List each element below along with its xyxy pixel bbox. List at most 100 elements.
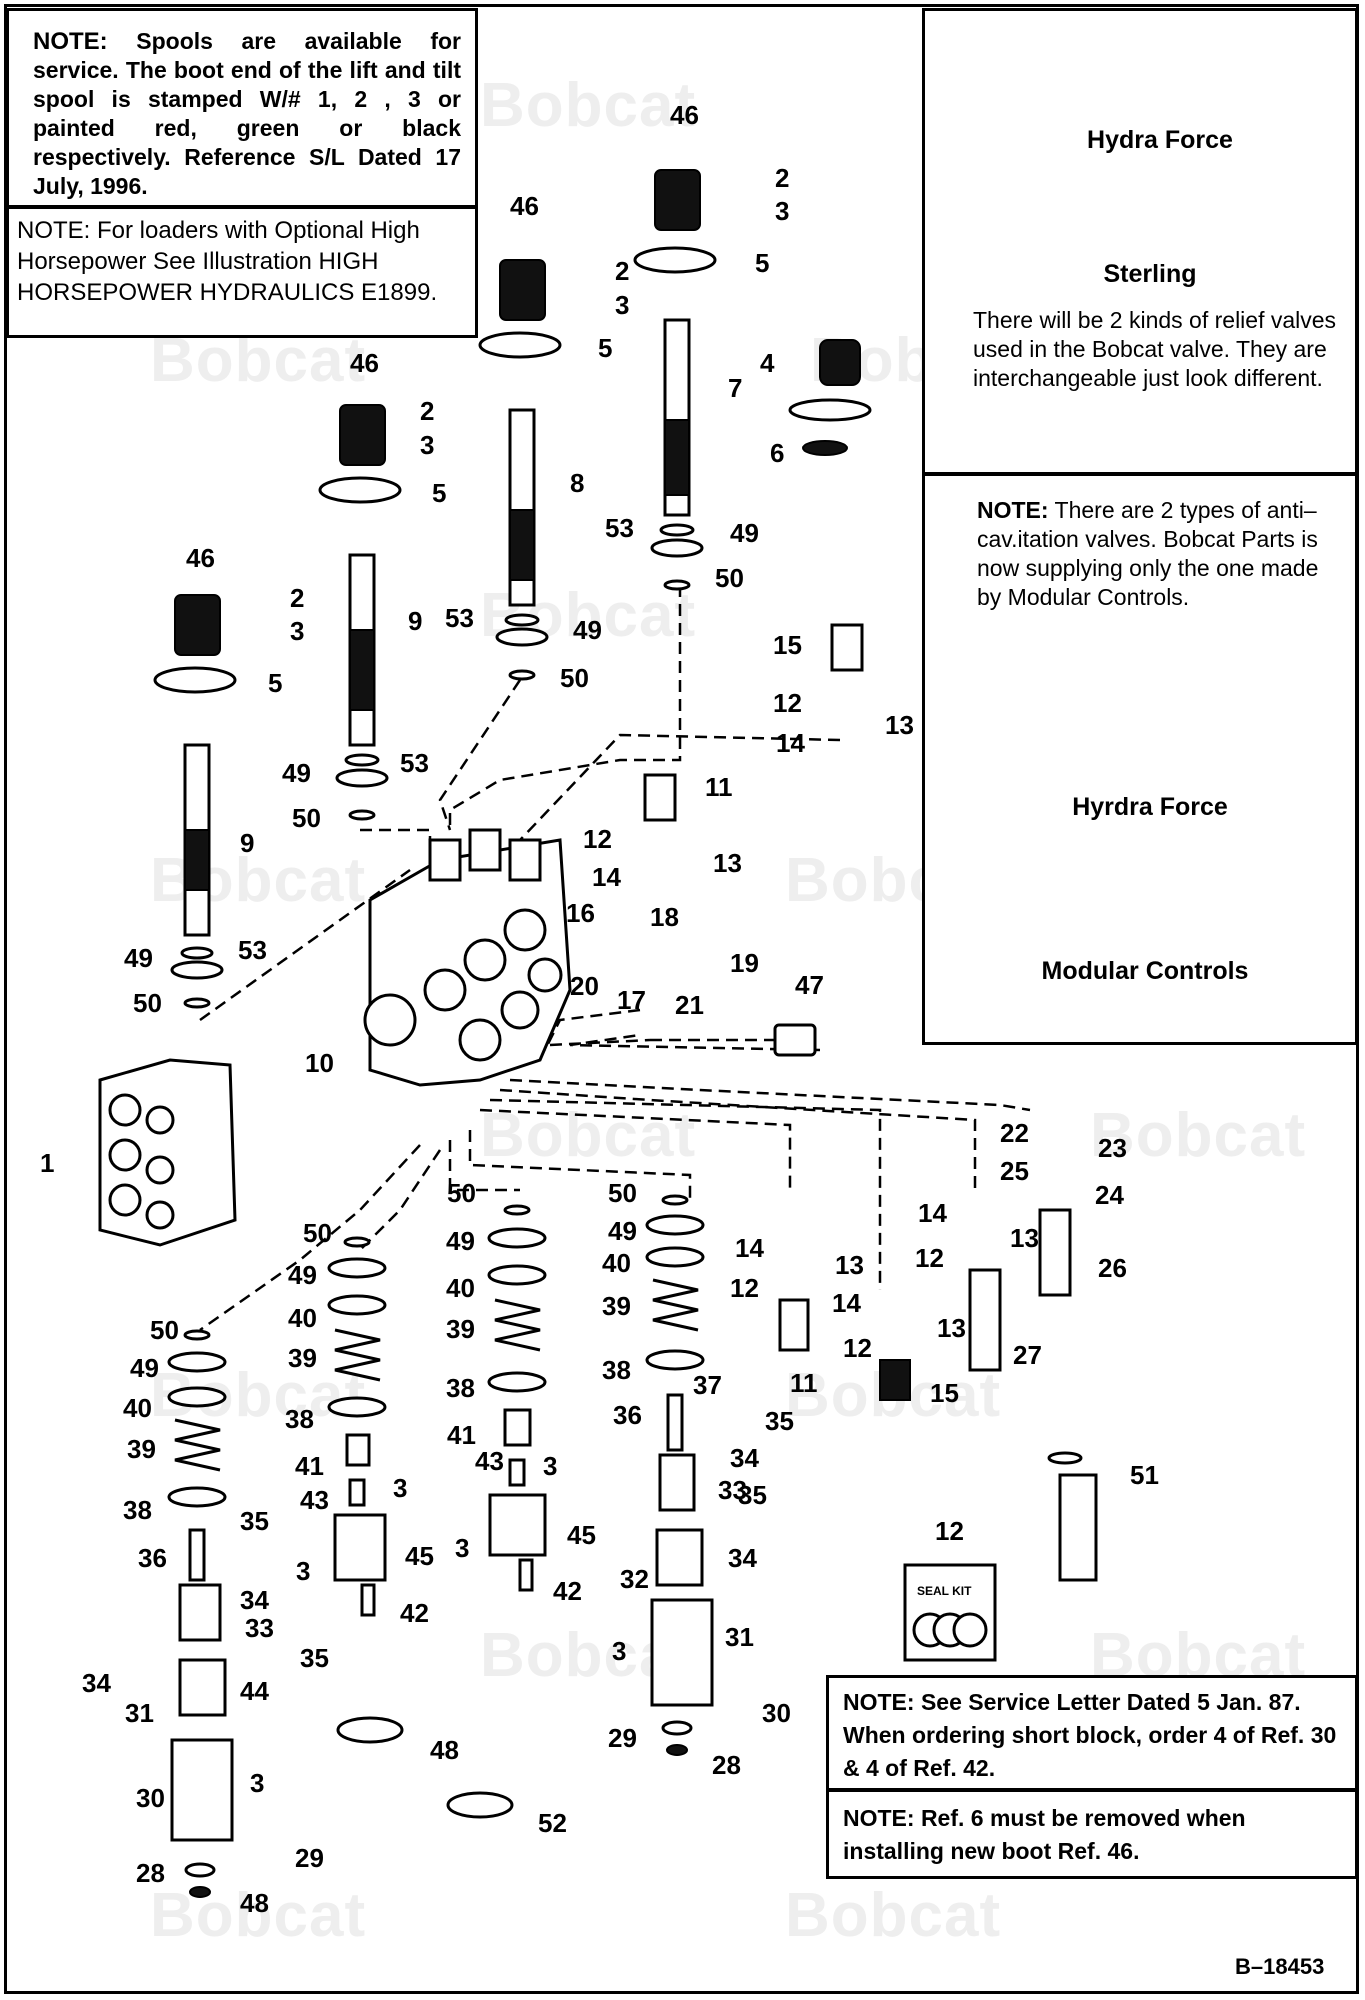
callout-3: 3 xyxy=(393,1473,408,1503)
callout-46: 46 xyxy=(670,100,699,130)
callout-49: 49 xyxy=(282,758,311,788)
callout-49: 49 xyxy=(446,1226,475,1256)
callout-40: 40 xyxy=(123,1393,152,1423)
callout-11: 11 xyxy=(705,772,733,802)
callout-42: 42 xyxy=(400,1598,429,1628)
lower-stack-far-left xyxy=(167,1329,234,1898)
callout-50: 50 xyxy=(608,1178,637,1208)
spool-stack-left xyxy=(318,404,402,821)
callout-28: 28 xyxy=(712,1750,741,1780)
callout-22: 22 xyxy=(1000,1118,1029,1148)
callout-14: 14 xyxy=(776,728,805,758)
callout-13: 13 xyxy=(885,710,914,740)
callout-37: 37 xyxy=(693,1370,722,1400)
callout-14: 14 xyxy=(735,1233,764,1263)
caption-hydra-force: Hydra Force xyxy=(1087,126,1233,154)
callout-46: 46 xyxy=(510,191,539,221)
callout-53: 53 xyxy=(238,935,267,965)
callout-38: 38 xyxy=(602,1355,631,1385)
note-relief-valves: There will be 2 kinds of relief valves u… xyxy=(922,8,1358,475)
note-text: NOTE: For loaders with Optional High Hor… xyxy=(17,217,438,306)
callout-32: 32 xyxy=(620,1564,649,1594)
callout-11: 11 xyxy=(790,1368,818,1398)
callout-2: 2 xyxy=(290,583,305,613)
callout-30: 30 xyxy=(762,1698,791,1728)
callout-14: 14 xyxy=(918,1198,947,1228)
callout-27: 27 xyxy=(1013,1340,1042,1370)
callout-53: 53 xyxy=(400,748,429,778)
callout-13: 13 xyxy=(1010,1223,1039,1253)
callout-9: 9 xyxy=(408,606,423,636)
callout-49: 49 xyxy=(288,1260,317,1290)
callout-48: 48 xyxy=(430,1735,459,1765)
callout-40: 40 xyxy=(602,1248,631,1278)
callout-38: 38 xyxy=(285,1404,314,1434)
callout-8: 8 xyxy=(570,468,585,498)
lower-stack-middle xyxy=(487,1204,547,1592)
callout-12: 12 xyxy=(730,1273,759,1303)
callout-35: 35 xyxy=(738,1480,767,1510)
callout-31: 31 xyxy=(125,1698,154,1728)
callout-28: 28 xyxy=(136,1858,165,1888)
callout-4: 4 xyxy=(760,348,775,378)
valve-assembly-1 xyxy=(98,1058,237,1247)
note-anti-cavitation: NOTE: There are 2 types of anti–cav.itat… xyxy=(922,473,1358,1045)
callout-13: 13 xyxy=(713,848,742,878)
callout-49: 49 xyxy=(573,615,602,645)
watermark: Bobcat xyxy=(1090,1101,1307,1170)
callout-2: 2 xyxy=(615,256,630,286)
callout-39: 39 xyxy=(127,1434,156,1464)
callout-20: 20 xyxy=(570,971,599,1001)
caption-hyrdra-force: Hyrdra Force xyxy=(1072,793,1228,821)
callout-3: 3 xyxy=(296,1556,311,1586)
callout-5: 5 xyxy=(268,668,283,698)
callout-41: 41 xyxy=(295,1451,324,1481)
callout-2: 2 xyxy=(420,396,435,426)
callout-33: 33 xyxy=(718,1475,747,1505)
callout-35: 35 xyxy=(240,1506,269,1536)
callout-19: 19 xyxy=(730,948,759,978)
callout-12: 12 xyxy=(843,1333,872,1363)
callout-34: 34 xyxy=(730,1443,759,1473)
note-service-letter: NOTE: See Service Letter Dated 5 Jan. 87… xyxy=(826,1675,1358,1791)
callout-31: 31 xyxy=(725,1622,754,1652)
callout-36: 36 xyxy=(613,1400,642,1430)
watermark: Bobcat xyxy=(150,1881,367,1950)
callout-1: 1 xyxy=(40,1148,55,1178)
bushings-48 xyxy=(336,1716,514,1819)
watermark: Bobcat xyxy=(480,1101,697,1170)
lower-stack-left xyxy=(327,1236,387,1617)
callout-3: 3 xyxy=(775,196,790,226)
note-label: NOTE: xyxy=(33,28,108,55)
callout-49: 49 xyxy=(608,1216,637,1246)
callout-49: 49 xyxy=(730,518,759,548)
note-ref6: NOTE: Ref. 6 must be removed when instal… xyxy=(826,1789,1358,1879)
callout-29: 29 xyxy=(608,1723,637,1753)
callout-6: 6 xyxy=(770,438,785,468)
watermark: Bobcat xyxy=(480,71,697,140)
note-text: NOTE: See Service Letter Dated 5 Jan. 87… xyxy=(843,1689,1337,1781)
callout-12: 12 xyxy=(773,688,802,718)
callout-50: 50 xyxy=(560,663,589,693)
callout-50: 50 xyxy=(292,803,321,833)
callout-12: 12 xyxy=(583,824,612,854)
callout-34: 34 xyxy=(240,1585,269,1615)
callout-52: 52 xyxy=(538,1808,567,1838)
note-high-horsepower: NOTE: For loaders with Optional High Hor… xyxy=(6,206,478,338)
note-text: Spools are available for service. The bo… xyxy=(33,28,461,199)
spool-stack-far-left xyxy=(153,594,237,1009)
callout-24: 24 xyxy=(1095,1180,1124,1210)
callout-23: 23 xyxy=(1098,1133,1127,1163)
callout-5: 5 xyxy=(598,333,613,363)
callout-46: 46 xyxy=(186,543,215,573)
callout-3: 3 xyxy=(455,1533,470,1563)
callout-5: 5 xyxy=(432,478,447,508)
callout-44: 44 xyxy=(240,1676,269,1706)
callout-36: 36 xyxy=(138,1543,167,1573)
callout-48: 48 xyxy=(240,1888,269,1918)
callout-45: 45 xyxy=(567,1520,596,1550)
note-text: There will be 2 kinds of relief valves u… xyxy=(973,307,1337,391)
callout-2: 2 xyxy=(775,163,790,193)
drawing-number: B–18453 xyxy=(1235,1954,1325,1979)
callout-53: 53 xyxy=(445,603,474,633)
